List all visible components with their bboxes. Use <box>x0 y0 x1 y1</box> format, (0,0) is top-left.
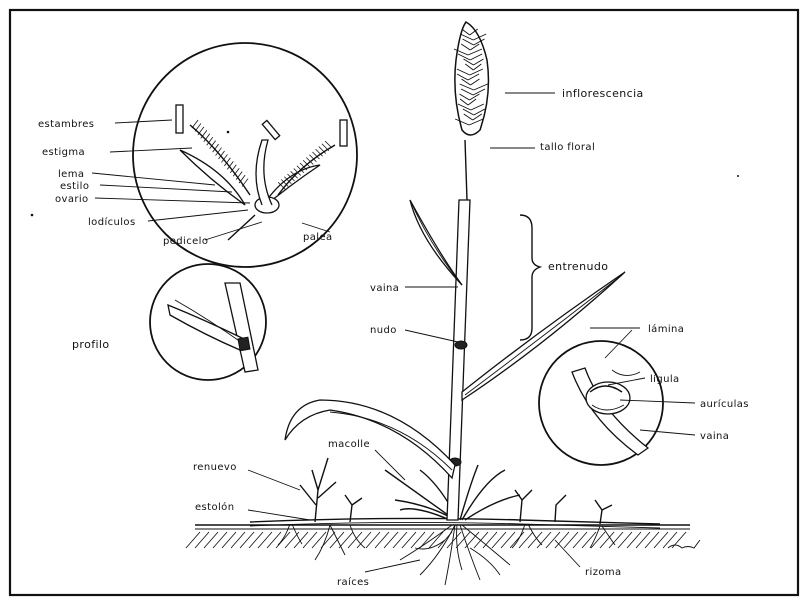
speck <box>31 214 34 217</box>
ligule-detail-circle <box>539 341 663 465</box>
ground-hatch-line <box>231 532 245 548</box>
ground-hatch-line <box>528 532 542 548</box>
ground-hatch-line <box>258 532 272 548</box>
label-profilo: profilo <box>72 338 110 351</box>
ground-hatch-line <box>645 532 659 548</box>
ground-hatch-line <box>249 532 263 548</box>
label-vaina: vaina <box>370 283 399 294</box>
ground-hatch-line <box>339 532 353 548</box>
ground-hatch-line <box>366 532 380 548</box>
label-ligula: lígula <box>650 373 680 385</box>
ground-hatch-line <box>384 532 398 548</box>
label-estolon: estolón <box>195 501 234 513</box>
ground-hatch-line <box>294 532 308 548</box>
ground-hatch-line <box>627 532 641 548</box>
ground-hatch-line <box>402 532 416 548</box>
label-raices: raíces <box>337 576 369 588</box>
frame <box>10 10 798 595</box>
ground-hatch-line <box>195 532 209 548</box>
label-auriculas: aurículas <box>700 398 749 410</box>
leaf-blade-lower-left <box>285 400 455 478</box>
label-rizoma: rizoma <box>585 567 622 578</box>
ground-hatch-line <box>375 532 389 548</box>
ground-hatch-line <box>591 532 605 548</box>
ground-hatch-line <box>213 532 227 548</box>
label-entrenudo: entrenudo <box>548 260 608 273</box>
label-pedicelo: pedicelo <box>163 236 208 247</box>
ground-hatch-line <box>222 532 236 548</box>
ground-hatch-line <box>510 532 524 548</box>
ground-hatch-line <box>573 532 587 548</box>
ground-hatch-line <box>492 532 506 548</box>
node-upper <box>455 341 467 349</box>
ground-hatch-line <box>483 532 497 548</box>
ground-hatch-line <box>663 532 677 548</box>
ground-hatch-line <box>186 532 200 548</box>
label-lamina: lámina <box>648 323 684 335</box>
ground-hatch-line <box>204 532 218 548</box>
label-estilo: estilo <box>60 181 89 192</box>
ground-hatch-line <box>393 532 407 548</box>
ground-hatch-line <box>303 532 317 548</box>
ground-hatch-line <box>537 532 551 548</box>
ground-hatch-line <box>357 532 371 548</box>
label-estambres: estambres <box>38 119 94 130</box>
ground-hatch-line <box>474 532 488 548</box>
ground-hatch-line <box>276 532 290 548</box>
ground-hatch-line <box>555 532 569 548</box>
shoots-right <box>515 490 612 524</box>
ground-hatch-line <box>636 532 650 548</box>
inflorescence <box>454 22 488 135</box>
label-inflorescencia: inflorescencia <box>562 87 644 100</box>
ground-hatch-line <box>312 532 326 548</box>
label-macolle: macolle <box>328 439 370 450</box>
label-renuevo: renuevo <box>193 462 237 473</box>
ground-hatch-line <box>618 532 632 548</box>
ground-hatch-line <box>501 532 515 548</box>
ground-hatch-line <box>267 532 281 548</box>
flowering-stem <box>465 140 467 200</box>
label-nudo: nudo <box>370 325 397 336</box>
label-vaina-detail: vaina <box>700 431 729 442</box>
label-lema: lema <box>58 169 84 180</box>
internode-bracket <box>520 215 540 340</box>
label-palea: palea <box>303 232 333 243</box>
ground-hatch-line <box>564 532 578 548</box>
ground-hatch-line <box>348 532 362 548</box>
speck <box>737 175 739 177</box>
roots <box>278 524 615 585</box>
ground-hatch-line <box>654 532 668 548</box>
label-tallo-floral: tallo floral <box>540 142 595 153</box>
label-ovario: ovario <box>55 194 89 205</box>
speck <box>227 131 230 134</box>
label-lodiculos: lodículos <box>88 216 136 228</box>
ground-hatch-line <box>240 532 254 548</box>
label-estigma: estigma <box>42 147 85 158</box>
shoot-renuevo <box>300 458 362 522</box>
ground-hatch-line <box>546 532 560 548</box>
leaf-blade-upper-left <box>410 200 462 285</box>
prophyll-detail-circle <box>150 264 266 380</box>
